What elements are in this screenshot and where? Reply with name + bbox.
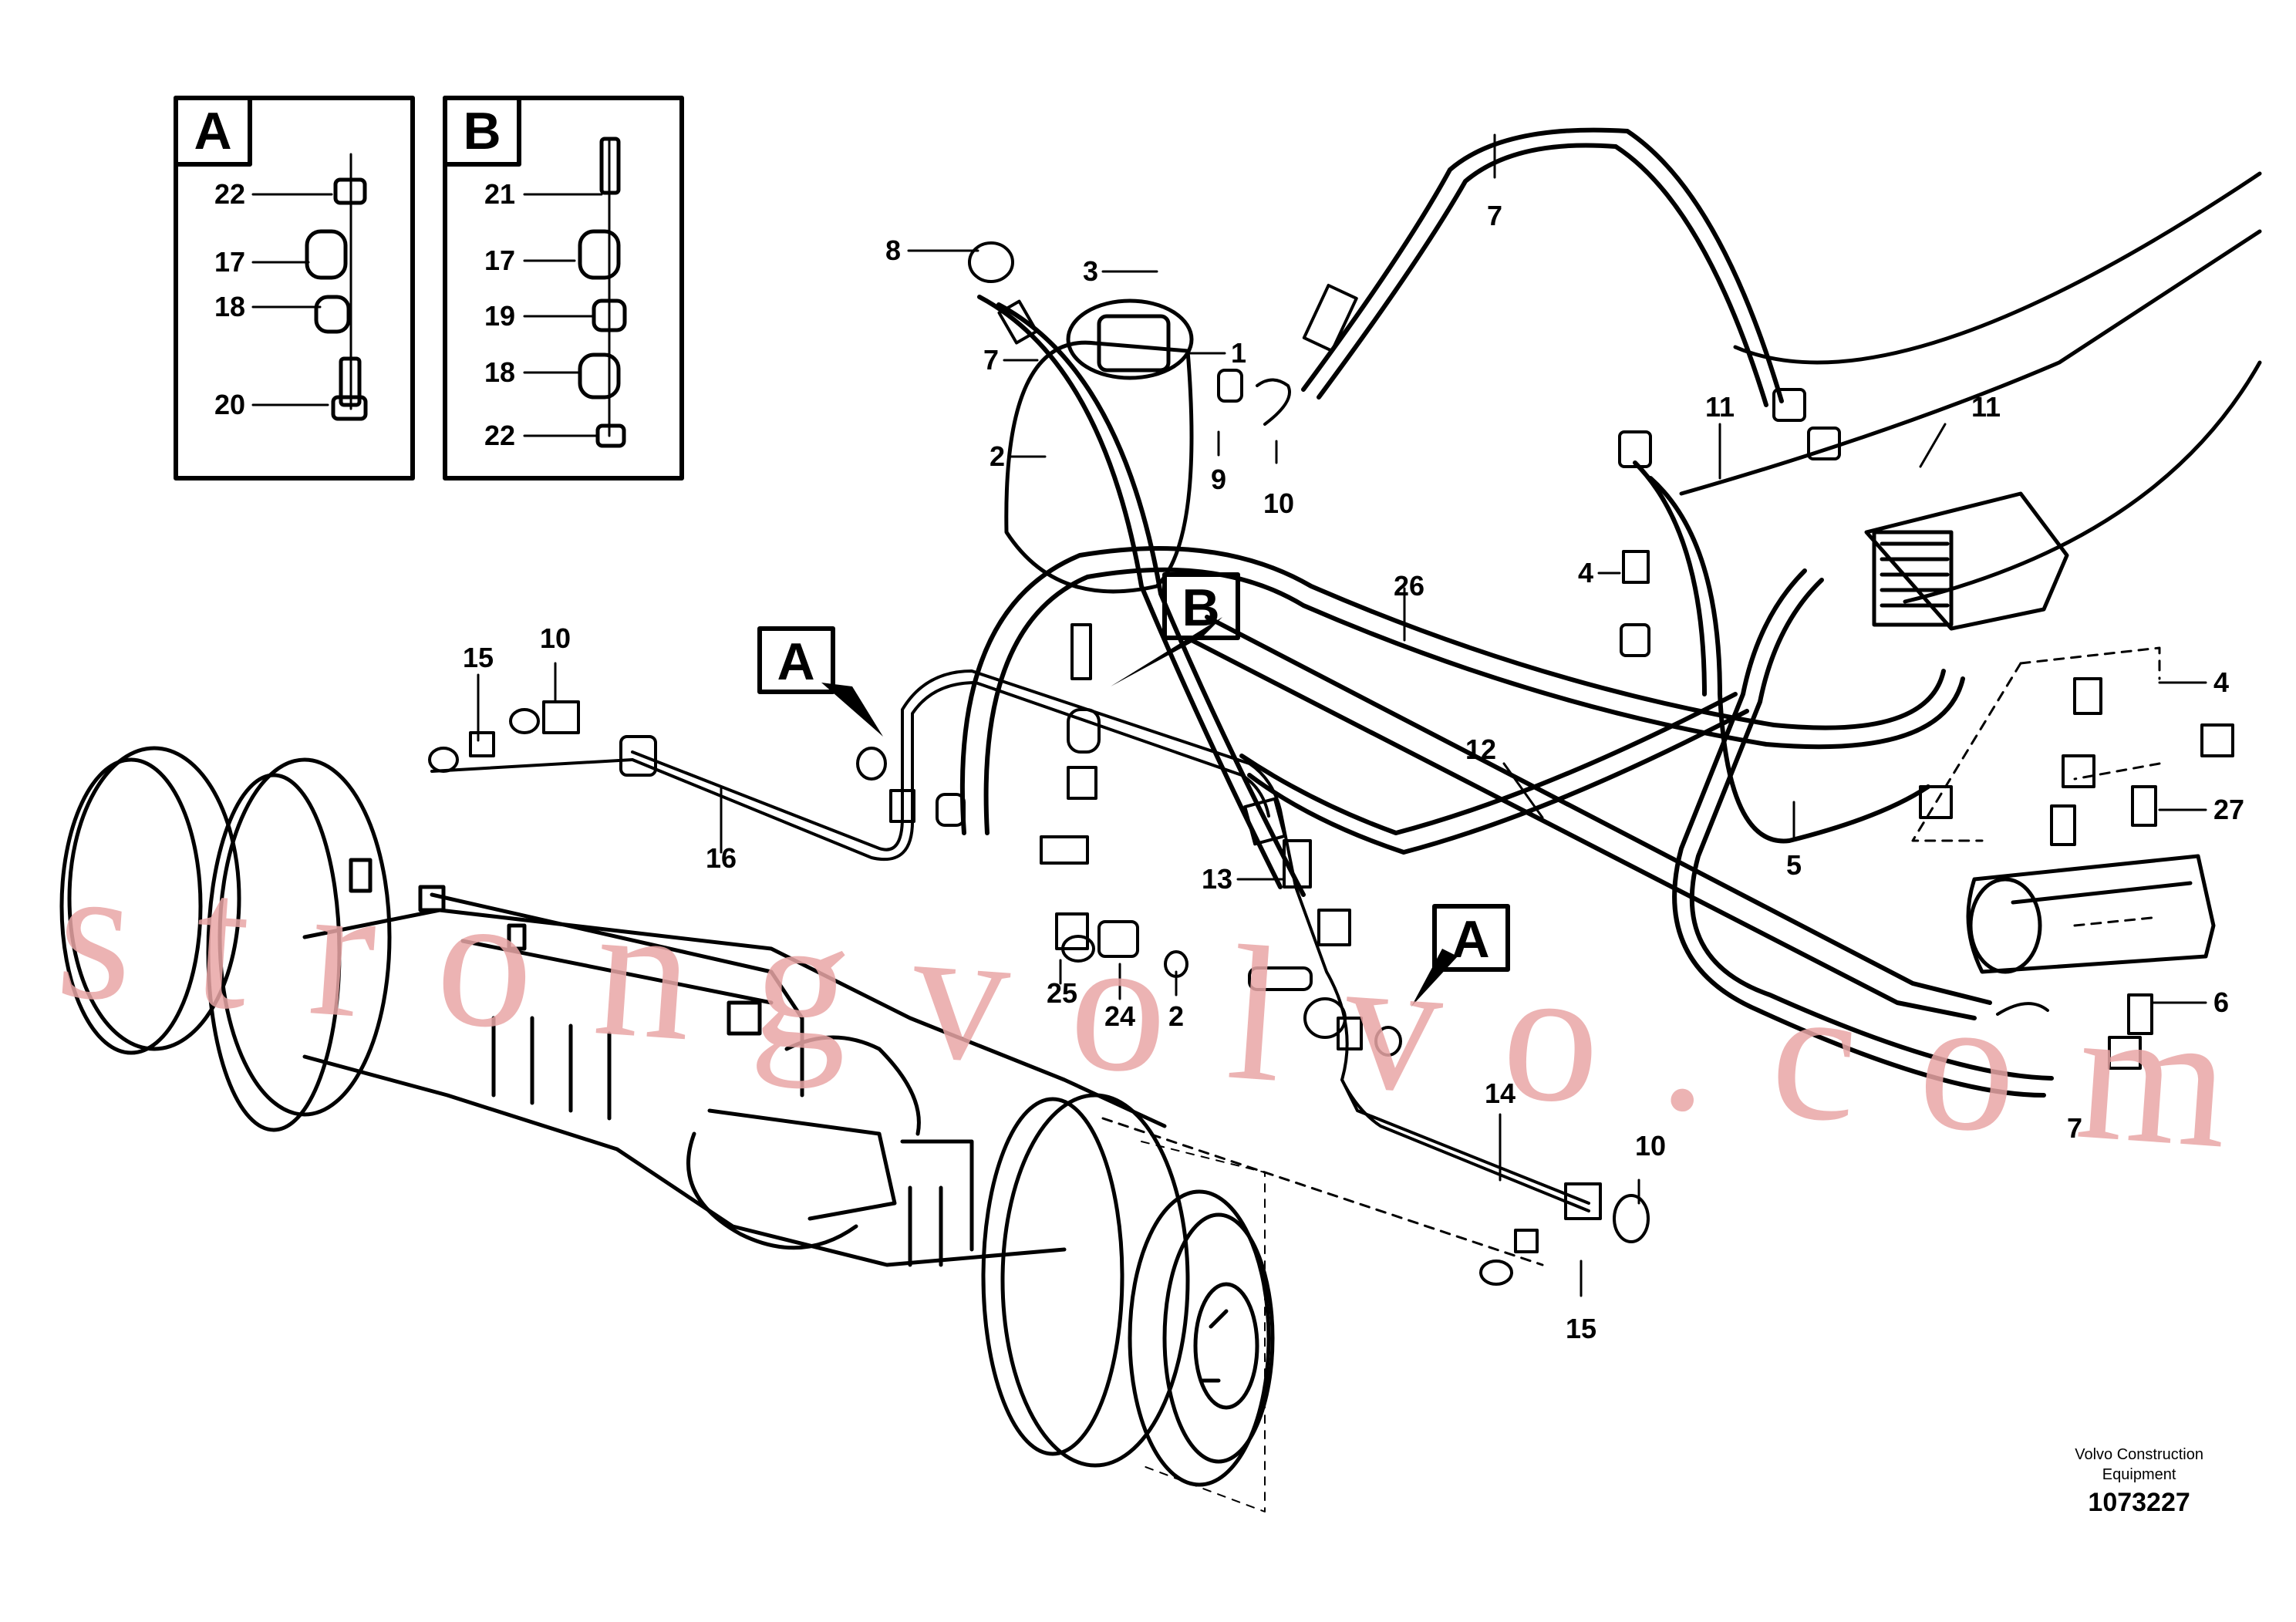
callout-16: 16 (706, 842, 737, 874)
detail-flag-b: B (1182, 578, 1219, 637)
callout-13: 13 (1202, 863, 1232, 895)
callout-7-top: 7 (1487, 200, 1502, 231)
drawing-footer: Volvo Construction Equipment 1073227 (2075, 1445, 2203, 1518)
company-line-2: Equipment (2102, 1466, 2176, 1483)
callout-12: 12 (1465, 733, 1496, 765)
frame-rails (1679, 171, 2262, 604)
callout-3: 3 (1083, 255, 1098, 287)
callout-2-upper: 2 (990, 440, 1005, 472)
company-line-1: Volvo Construction (2075, 1446, 2203, 1463)
detail-b-item-17: 17 (484, 244, 515, 276)
detail-box-b-letter: B (463, 102, 501, 160)
brake-lines (430, 669, 1590, 1212)
callout-27: 27 (2213, 794, 2244, 825)
callout-15-left: 15 (463, 642, 494, 673)
callout-5: 5 (1786, 849, 1802, 881)
callout-9: 9 (1211, 464, 1226, 495)
callout-11-right: 11 (1971, 391, 2001, 423)
detail-a-item-17: 17 (214, 246, 245, 278)
detail-b-item-19: 19 (484, 300, 515, 332)
callout-2-lower: 2 (1168, 1000, 1184, 1032)
cooler-block (1864, 491, 2069, 631)
axle-assembly (59, 746, 1544, 1512)
callout-10-left: 10 (540, 622, 571, 654)
detail-a-item-22: 22 (214, 178, 245, 210)
callout-24: 24 (1104, 1000, 1135, 1032)
callout-11-left: 11 (1705, 391, 1735, 423)
detail-flag-a-2: A (1451, 910, 1489, 969)
callout-8: 8 (885, 234, 901, 266)
callout-4-right: 4 (2213, 666, 2229, 698)
detail-flag-a-1: A (777, 632, 814, 691)
callout-7-left: 7 (983, 344, 999, 376)
callout-25: 25 (1047, 977, 1077, 1009)
callout-4-center: 4 (1578, 557, 1593, 588)
leader-lines (477, 133, 2207, 1297)
callout-14: 14 (1485, 1077, 1515, 1109)
callout-7-bottom: 7 (2067, 1112, 2082, 1144)
detail-a-item-18: 18 (214, 291, 245, 322)
callout-26: 26 (1394, 570, 1424, 602)
detail-b-item-21: 21 (484, 178, 515, 210)
detail-box-b (443, 96, 684, 481)
detail-flag-boxes (757, 572, 1510, 972)
fittings (428, 241, 2234, 1286)
callout-10-bottom: 10 (1635, 1130, 1666, 1162)
callout-15-bottom: 15 (1566, 1313, 1596, 1344)
detail-box-a-letter: A (194, 102, 231, 160)
detail-flag-pointers (821, 617, 1458, 1007)
callout-6: 6 (2213, 986, 2229, 1018)
detail-b-item-22: 22 (484, 420, 515, 451)
detail-a-item-20: 20 (214, 389, 245, 420)
group-brackets (1911, 646, 2161, 927)
valve-block (1966, 854, 2216, 974)
drawing-number: 1073227 (2088, 1488, 2190, 1517)
callout-10-top: 10 (1263, 487, 1294, 519)
hoses (959, 127, 2054, 1098)
accumulator (1004, 298, 1194, 594)
detail-b-item-18: 18 (484, 356, 515, 388)
callout-1: 1 (1231, 337, 1246, 369)
detail-box-a (174, 96, 415, 481)
